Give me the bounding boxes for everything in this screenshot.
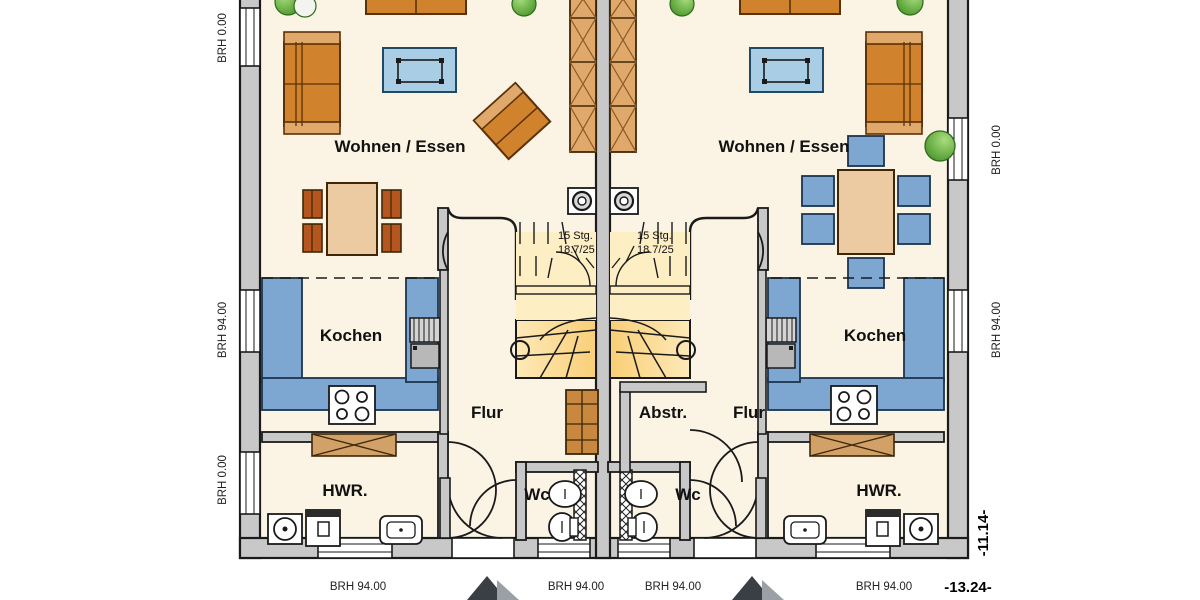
refrigerator-right xyxy=(765,317,797,369)
windows-right xyxy=(947,117,969,353)
hwr-appliances-right xyxy=(783,509,939,547)
stove-hob-right xyxy=(830,385,878,425)
hwr-shelf-right xyxy=(809,433,895,457)
column-left xyxy=(567,187,597,215)
kitchen-right xyxy=(765,277,945,425)
brh-bottom-2: BRH 94.00 xyxy=(645,581,701,593)
cabinet-right xyxy=(865,31,923,135)
foyer-curve-left xyxy=(446,207,518,300)
stair-count-left: 15 Stg. xyxy=(558,230,593,242)
plant-right-dining xyxy=(924,130,956,162)
stairs-right xyxy=(609,221,696,379)
plant-right-top xyxy=(896,0,924,16)
wall-stub-left xyxy=(439,477,451,539)
coffee-table-right xyxy=(749,47,824,93)
party-wall xyxy=(594,0,612,560)
door-wc-left xyxy=(469,479,517,527)
door-hwr-left xyxy=(447,441,497,539)
entrance-arrow-left xyxy=(467,576,519,600)
bookshelf-right xyxy=(609,0,637,153)
sofa-right xyxy=(739,0,841,15)
brh-bottom-3: BRH 94.00 xyxy=(856,581,912,593)
wc-fixtures-right xyxy=(624,480,658,542)
brh-labels-right: BRH 0.00 BRH 94.00 xyxy=(991,125,1003,358)
kitchen-left xyxy=(261,277,441,425)
wc-fixtures-left xyxy=(548,480,582,542)
brh-right-1: BRH 94.00 xyxy=(991,302,1003,358)
stairs-left: 15 Stg. 18.7/25 xyxy=(510,221,597,379)
windows-left xyxy=(239,7,261,515)
abstr-room-walls xyxy=(619,381,707,473)
room-label-hwr-left: HWR. xyxy=(322,481,367,500)
cabinet-left xyxy=(283,31,341,135)
hwr-shelf-left xyxy=(311,433,397,457)
brh-labels-bottom: BRH 94.00 BRH 94.00 BRH 94.00 BRH 94.00 xyxy=(330,581,912,593)
right-unit xyxy=(607,0,956,547)
brh-right-0: BRH 0.00 xyxy=(991,125,1003,175)
room-label-wohnen-essen-left: Wohnen / Essen xyxy=(335,137,466,156)
left-unit: 15 Stg. 18.7/25 xyxy=(261,0,599,547)
room-label-hwr-right: HWR. xyxy=(856,481,901,500)
room-label-wohnen-essen-right: Wohnen / Essen xyxy=(719,137,850,156)
plant-right-mid xyxy=(669,0,695,17)
entrance-arrow-right xyxy=(732,576,784,600)
armchair-left xyxy=(472,81,552,161)
dimension-labels: -13.24- -11.14- xyxy=(944,510,992,596)
plant-left-mid xyxy=(511,0,537,17)
wall-stub-right xyxy=(755,477,767,539)
stove-hob-left xyxy=(328,385,376,425)
room-label-flur-right: Flur xyxy=(733,403,765,422)
bookshelf-left xyxy=(569,0,597,153)
plant-left-top xyxy=(274,0,317,18)
room-label-abstr: Abstr. xyxy=(639,403,687,422)
brh-labels-left: BRH 0.00 BRH 94.00 BRH 0.00 xyxy=(217,13,229,505)
door-hwr-right xyxy=(709,441,759,539)
room-label-wc-right: Wc xyxy=(675,485,701,504)
door-wc-right xyxy=(689,479,737,527)
column-right xyxy=(609,187,639,215)
sofa-left xyxy=(365,0,467,15)
dimension-height: -11.14- xyxy=(975,510,992,557)
brh-bottom-0: BRH 94.00 xyxy=(330,581,386,593)
dimension-width: -13.24- xyxy=(944,579,992,596)
brh-left-2: BRH 0.00 xyxy=(217,455,229,505)
room-label-kochen-right: Kochen xyxy=(844,326,906,345)
stair-riser-right: 18.7/25 xyxy=(637,244,674,256)
stair-count-right: 15 Stg. xyxy=(637,230,672,242)
coffee-table-left xyxy=(382,47,457,93)
door-kitchen-left xyxy=(442,231,449,271)
refrigerator-left xyxy=(409,317,441,369)
room-label-kochen-left: Kochen xyxy=(320,326,382,345)
hall-cabinet-left xyxy=(565,389,599,455)
dining-set-right xyxy=(801,135,931,289)
room-label-wc-left: Wc xyxy=(524,485,550,504)
brh-left-0: BRH 0.00 xyxy=(217,13,229,63)
hwr-appliances-left xyxy=(267,509,423,547)
brh-bottom-1: BRH 94.00 xyxy=(548,581,604,593)
dining-set-left xyxy=(302,182,402,256)
windows-bottom xyxy=(317,537,891,559)
stair-riser-left: 18.7/25 xyxy=(558,244,595,256)
brh-left-1: BRH 94.00 xyxy=(217,302,229,358)
room-label-flur-left: Flur xyxy=(471,403,503,422)
door-abstr-right xyxy=(689,429,743,483)
foyer-curve-right xyxy=(688,207,760,300)
door-kitchen-right xyxy=(757,231,764,271)
